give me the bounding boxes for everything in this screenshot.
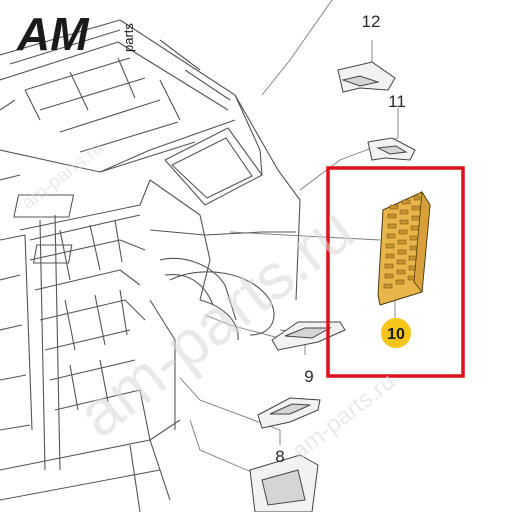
leader-lines	[179, 0, 399, 481]
bracket-part-8[interactable]	[257, 397, 321, 429]
bracket-part-11[interactable]	[367, 137, 416, 161]
reinforcement-panel-part-10[interactable]	[377, 190, 431, 306]
bracket-part-9[interactable]	[271, 321, 346, 351]
callout-11: 11	[388, 92, 406, 111]
callout-12: 12	[362, 12, 381, 31]
callout-8: 8	[275, 447, 284, 466]
watermark-1: am-parts.ru	[18, 138, 107, 214]
vehicle-body-frame	[0, 19, 301, 512]
svg-text:AM: AM	[16, 8, 90, 60]
bracket-part-bottom[interactable]	[249, 454, 319, 512]
callout-10: 10	[387, 326, 405, 343]
callout-9: 9	[304, 367, 313, 386]
am-parts-logo: AM parts	[16, 8, 136, 60]
selection-highlight-box	[326, 166, 465, 378]
bracket-part-12[interactable]	[337, 61, 396, 93]
svg-text:parts: parts	[121, 23, 136, 52]
callout-10-badge	[381, 318, 411, 348]
